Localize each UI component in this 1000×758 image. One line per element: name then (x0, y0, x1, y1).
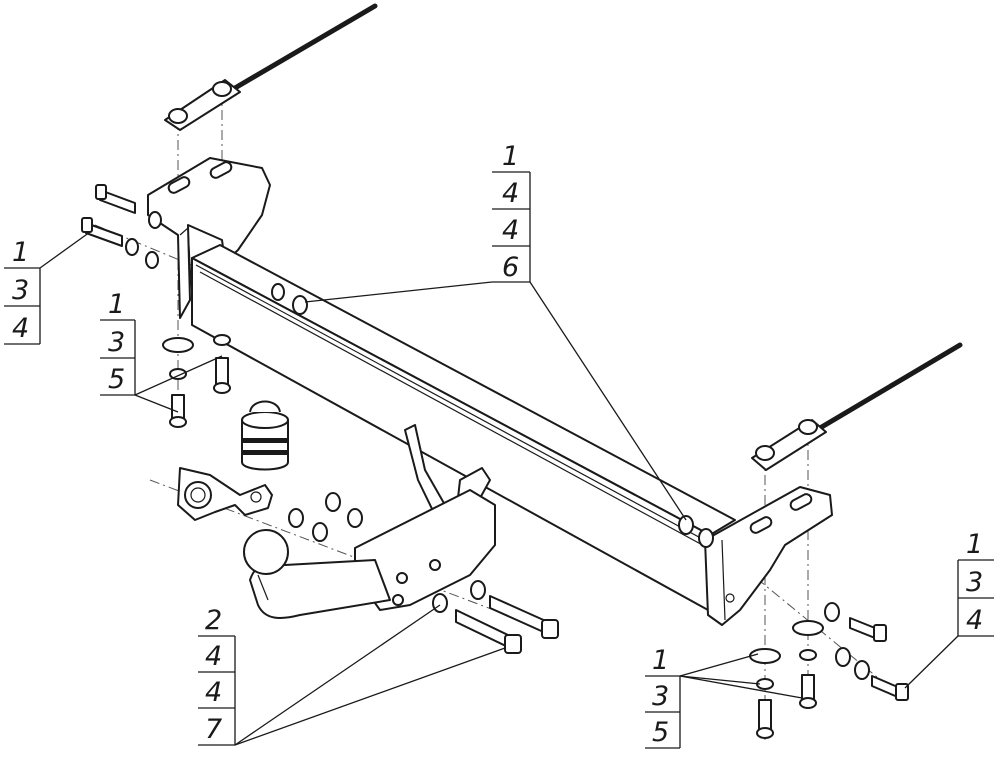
callout-top-center: 1 4 4 6 (492, 141, 531, 283)
callout-value: 5 (108, 364, 125, 395)
callout-value: 4 (205, 641, 222, 672)
callout-value: 3 (966, 567, 983, 598)
callout-left-mid: 1 3 5 (100, 289, 136, 396)
middle-fasteners (288, 492, 714, 654)
right-side-bracket (704, 486, 833, 626)
callout-value: 1 (966, 529, 983, 560)
right-fasteners (749, 602, 909, 739)
callout-value: 3 (652, 681, 669, 712)
callout-value: 1 (502, 141, 519, 172)
left-threaded-rod (164, 3, 378, 131)
callout-value: 4 (966, 605, 983, 636)
callout-value: 4 (12, 313, 29, 344)
callout-value: 1 (652, 645, 669, 676)
callout-value: 7 (205, 714, 222, 745)
leader-lines (39, 231, 959, 746)
callout-value: 5 (652, 717, 669, 748)
left-fasteners (81, 184, 308, 428)
main-crossbar (191, 244, 736, 611)
ball-mount-assembly (243, 424, 496, 619)
callout-value: 2 (205, 605, 222, 636)
callout-bottom-right: 1 3 5 (645, 645, 681, 749)
callout-value: 1 (12, 237, 29, 268)
callout-value: 3 (108, 327, 125, 358)
callout-value: 6 (502, 252, 519, 283)
callout-value: 1 (108, 289, 125, 320)
ball-cover-cap (241, 400, 289, 471)
callout-right: 1 3 4 (957, 529, 994, 637)
callout-left-top: 1 3 4 (4, 237, 41, 345)
callout-value: 4 (205, 677, 222, 708)
callout-bottom-left: 2 4 4 7 (198, 605, 236, 746)
callout-value: 3 (12, 275, 29, 306)
right-threaded-rod (751, 342, 963, 471)
socket-bracket (177, 467, 273, 521)
callout-value: 4 (502, 178, 519, 209)
callout-value: 4 (502, 215, 519, 246)
